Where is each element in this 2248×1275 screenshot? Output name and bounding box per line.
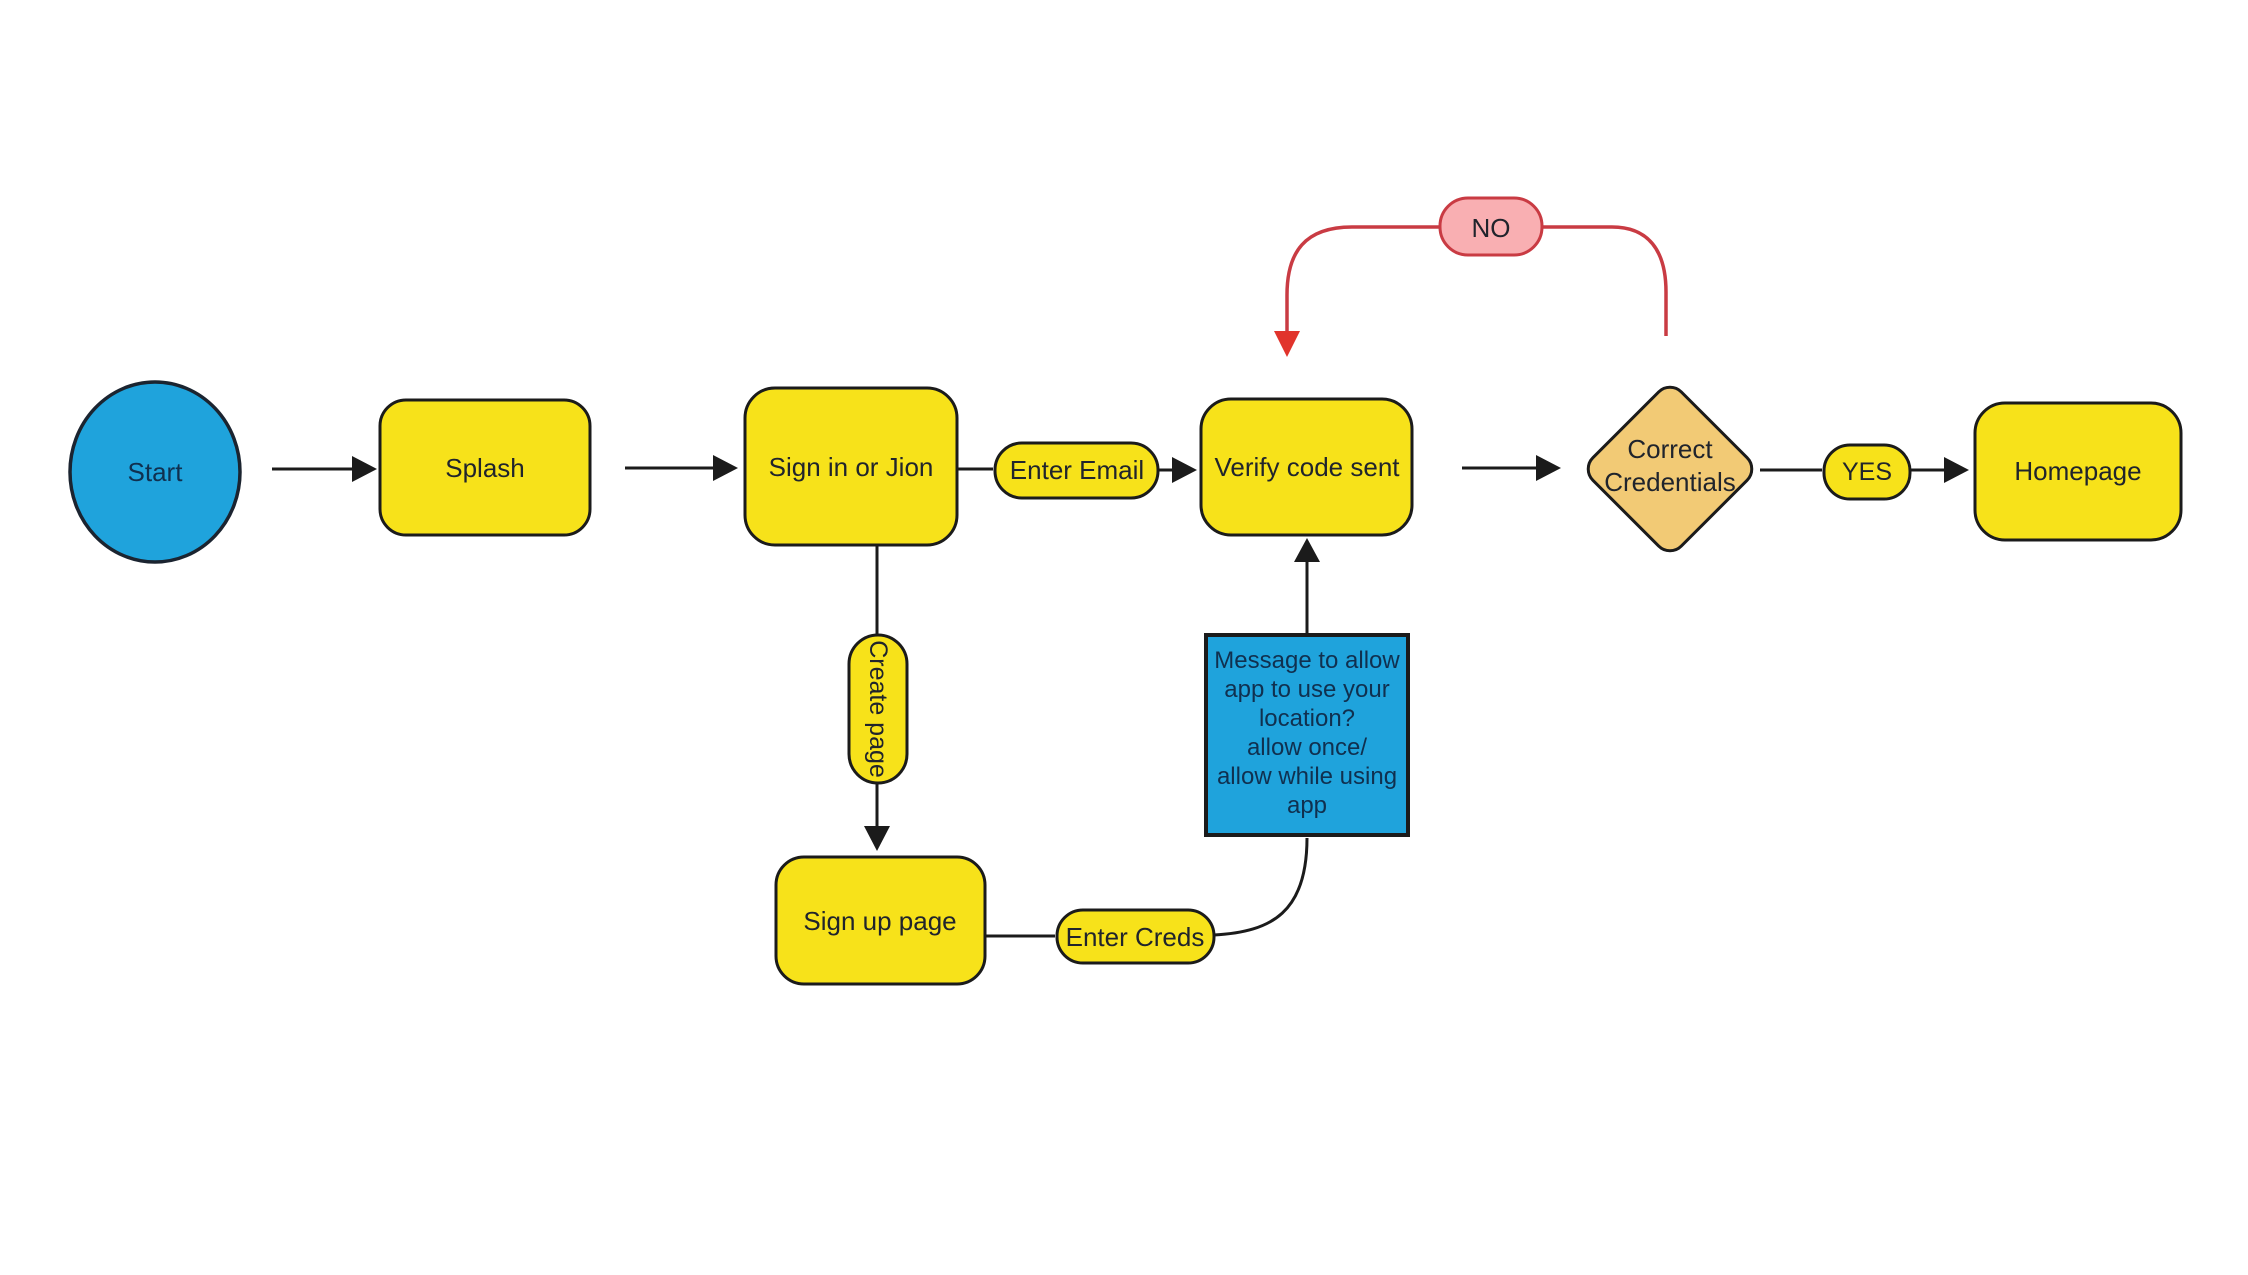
no-label: NO <box>1472 213 1511 243</box>
node-sign-in: Sign in or Jion <box>743 386 959 547</box>
node-sign-up: Sign up page <box>774 855 987 986</box>
yes-shape <box>1822 443 1912 501</box>
node-splash: Splash <box>378 398 592 537</box>
arrowhead-icon <box>864 826 890 851</box>
verify-code-shape <box>1199 397 1414 537</box>
splash-label: Splash <box>445 453 525 483</box>
edge-entercreds-message <box>1213 837 1309 937</box>
edge-verify-credentials <box>1462 455 1561 481</box>
edge-curve <box>1213 837 1309 937</box>
red-arrowhead-icon <box>1274 331 1300 357</box>
sign-up-label: Sign up page <box>803 906 956 936</box>
start-shape <box>68 380 242 564</box>
enter-creds-label: Enter Creds <box>1066 922 1205 952</box>
arrowhead-icon <box>713 455 738 481</box>
edge-start-splash <box>272 456 377 482</box>
verify-code-label: Verify code sent <box>1215 452 1401 482</box>
arrowhead-icon <box>352 456 377 482</box>
credentials-diamond-shape <box>1586 385 1754 553</box>
enter-email-shape <box>993 441 1160 500</box>
arrowhead-icon <box>1536 455 1561 481</box>
edge-no-loop <box>1274 225 1668 357</box>
enter-email-label: Enter Email <box>1010 455 1144 485</box>
edge-message-verify <box>1294 538 1320 634</box>
node-create-page: Create page <box>847 633 909 785</box>
node-enter-creds: Enter Creds <box>1055 908 1216 965</box>
start-label: Start <box>128 457 184 487</box>
node-homepage: Homepage <box>1973 401 2183 542</box>
create-page-shape <box>847 633 909 785</box>
splash-shape <box>378 398 592 537</box>
edge-curve-left <box>1285 225 1440 333</box>
no-shape <box>1438 196 1544 257</box>
yes-label: YES <box>1842 458 1892 486</box>
arrowhead-icon <box>1944 457 1969 483</box>
location-message-shape <box>1204 633 1410 837</box>
edge-curve-right <box>1542 225 1668 336</box>
homepage-label: Homepage <box>2014 456 2141 486</box>
node-start: Start <box>68 380 242 564</box>
node-yes: YES <box>1822 443 1912 501</box>
arrowhead-icon <box>1172 457 1197 483</box>
node-verify-code: Verify code sent <box>1199 397 1414 537</box>
sign-in-label: Sign in or Jion <box>769 452 934 482</box>
node-no: NO <box>1438 196 1544 257</box>
sign-in-shape <box>743 386 959 547</box>
arrowhead-icon <box>1294 538 1320 562</box>
edge-enteremail-verify <box>1158 457 1197 483</box>
enter-creds-shape <box>1055 908 1216 965</box>
homepage-shape <box>1973 401 2183 542</box>
sign-up-shape <box>774 855 987 986</box>
create-page-label: Create page <box>864 640 892 778</box>
edge-yes-homepage <box>1910 457 1969 483</box>
node-enter-email: Enter Email <box>993 441 1160 500</box>
edge-splash-signin <box>625 455 738 481</box>
